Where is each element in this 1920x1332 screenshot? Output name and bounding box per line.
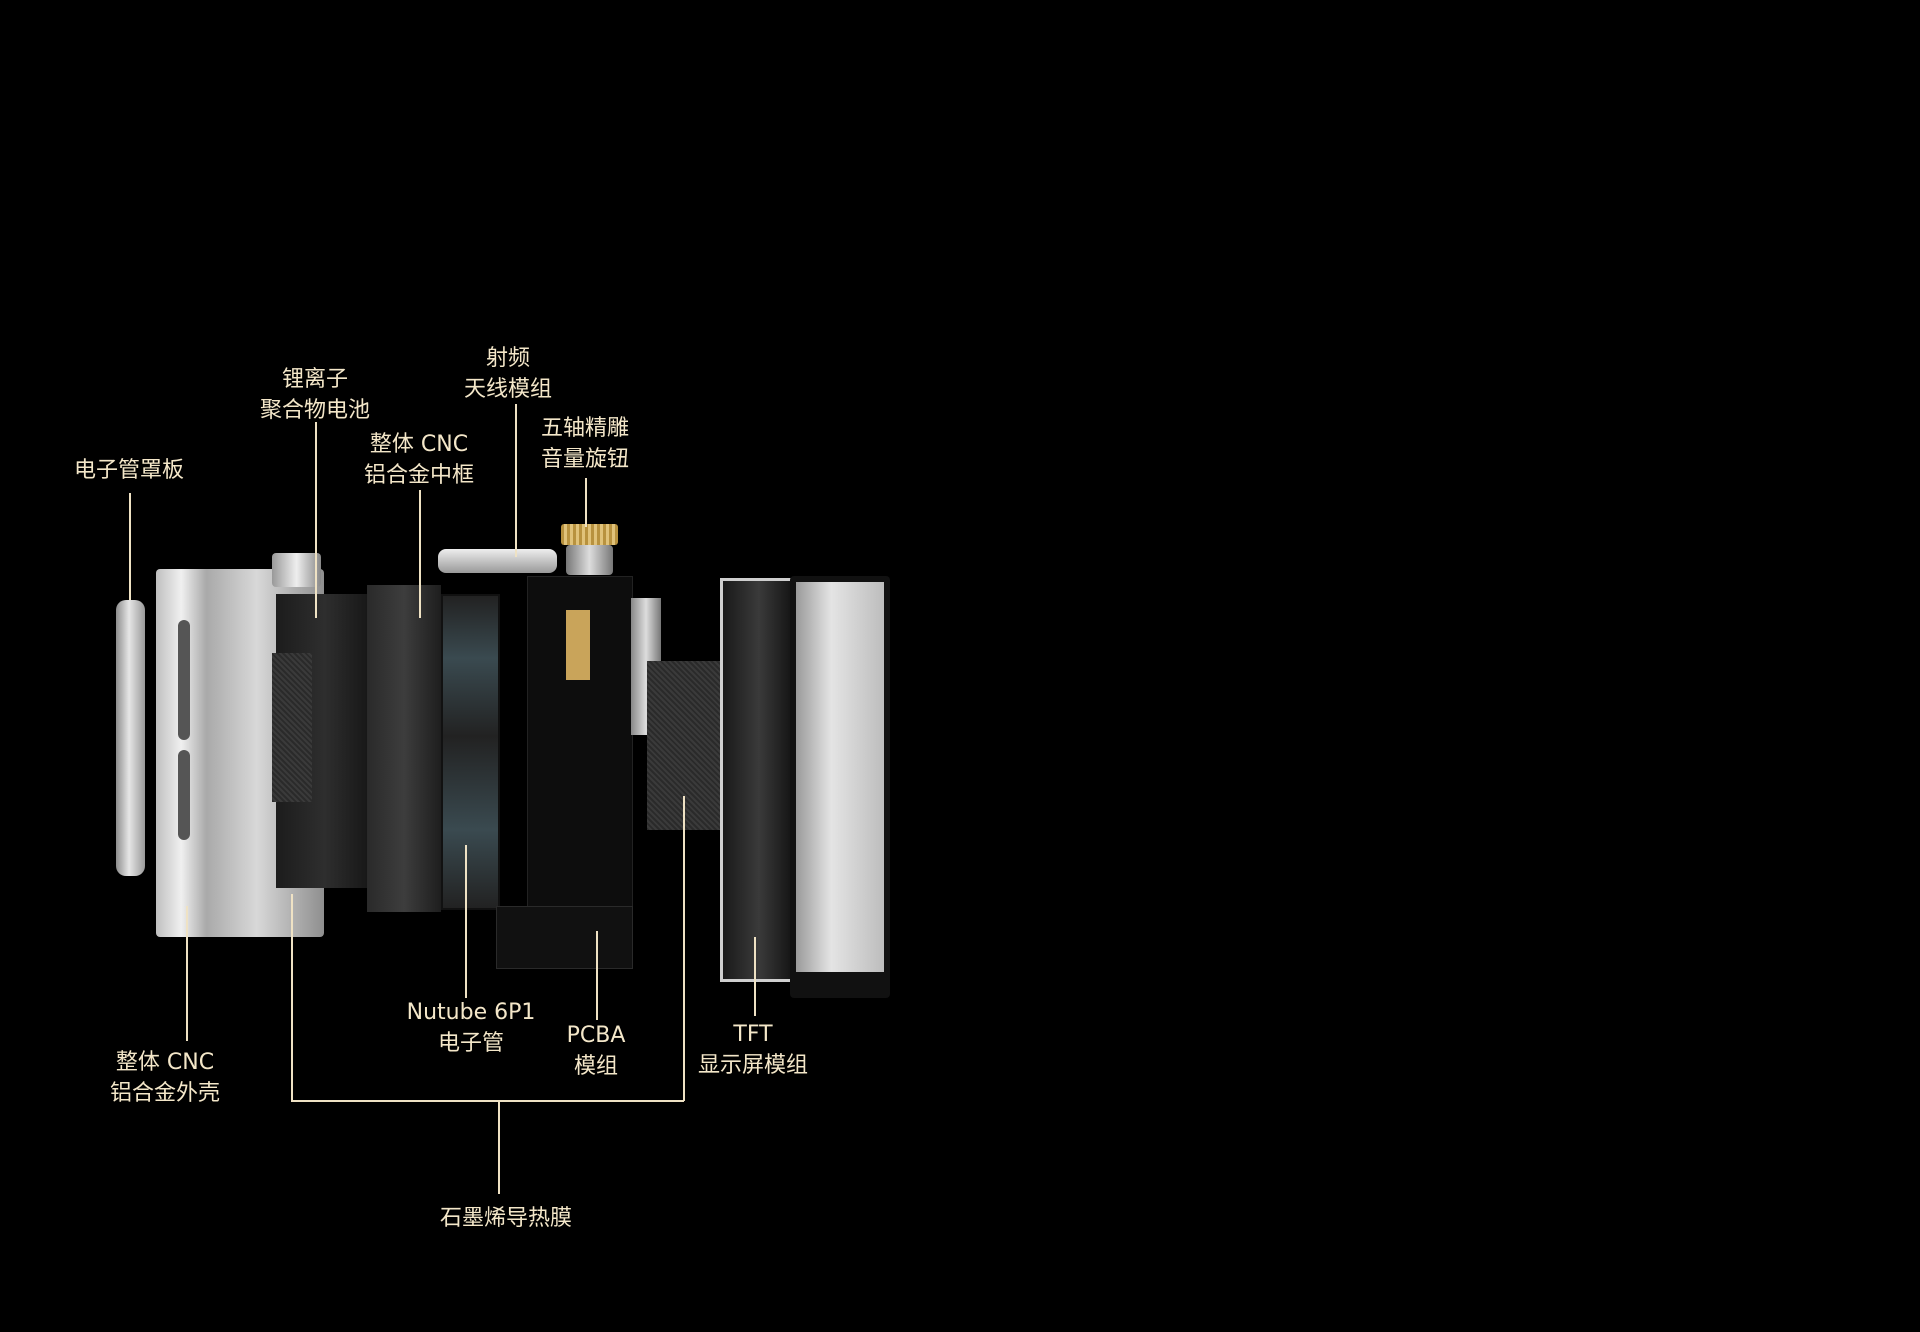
shell-knob-part: [272, 553, 321, 587]
graphene-pad-left: [272, 653, 312, 802]
label-battery: 锂离子聚合物电池: [260, 364, 370, 426]
label-antenna: 射频天线模组: [464, 343, 552, 405]
label-line: 整体 CNC: [115, 1050, 215, 1075]
label-graphene: 石墨烯导热膜: [440, 1203, 572, 1234]
leader-line: [315, 422, 317, 618]
label-line: Nutube 6P1: [406, 1000, 536, 1025]
leader-line: [585, 478, 587, 527]
label-shell: 整体 CNC 铝合金外壳: [110, 1047, 220, 1109]
label-line: 电子管罩板: [73, 458, 185, 483]
label-line: 铝合金外壳: [109, 1081, 221, 1106]
leader-line: [186, 906, 188, 1041]
label-line: 天线模组: [463, 377, 553, 402]
antenna-part: [438, 549, 557, 573]
graphene-bracket-right: [683, 796, 685, 1101]
label-line: 射频: [485, 346, 531, 371]
leader-line: [419, 490, 421, 618]
graphene-pad-right: [647, 661, 722, 830]
label-line: 模组: [573, 1054, 618, 1079]
label-line: 显示屏模组: [697, 1053, 809, 1078]
leader-line: [596, 931, 598, 1020]
nutube-module-part: [441, 594, 500, 910]
tft-glass-screen: [790, 576, 890, 998]
label-pcba: PCBA 模组: [567, 1020, 626, 1082]
tube-cover-part: [116, 600, 145, 876]
knob-shaft: [566, 545, 613, 575]
mid-frame-part: [367, 585, 441, 912]
label-nutube: Nutube 6P1 电子管: [407, 997, 536, 1059]
label-line: 电子管: [437, 1031, 505, 1056]
graphene-bracket-bottom: [291, 1100, 684, 1102]
label-line: 音量旋钮: [540, 447, 630, 472]
label-line: PCBA: [566, 1023, 626, 1048]
leader-line: [754, 937, 756, 1016]
shell-slot: [178, 750, 190, 840]
shell-slot: [178, 620, 190, 740]
label-line: 聚合物电池: [259, 398, 371, 423]
graphene-bracket-stem: [498, 1100, 500, 1194]
tft-back-panel: [720, 578, 798, 982]
label-knob: 五轴精雕音量旋钮: [541, 413, 629, 475]
pcb-connector: [496, 906, 633, 969]
volume-knob-part: [561, 524, 618, 545]
label-line: 整体 CNC: [369, 432, 469, 457]
label-line: TFT: [733, 1022, 773, 1047]
leader-line: [515, 404, 517, 557]
pcb-chip: [566, 610, 590, 680]
leader-line: [129, 493, 131, 600]
graphene-bracket-left: [291, 894, 293, 1101]
label-line: 五轴精雕: [540, 416, 630, 441]
label-line: 锂离子: [281, 367, 349, 392]
label-line: 石墨烯导热膜: [439, 1206, 573, 1231]
label-tube-cover: 电子管罩板: [74, 455, 184, 486]
leader-line: [465, 845, 467, 998]
label-line: 铝合金中框: [363, 463, 475, 488]
label-tft: TFT 显示屏模组: [698, 1019, 808, 1081]
label-mid-frame: 整体 CNC 铝合金中框: [364, 429, 474, 491]
